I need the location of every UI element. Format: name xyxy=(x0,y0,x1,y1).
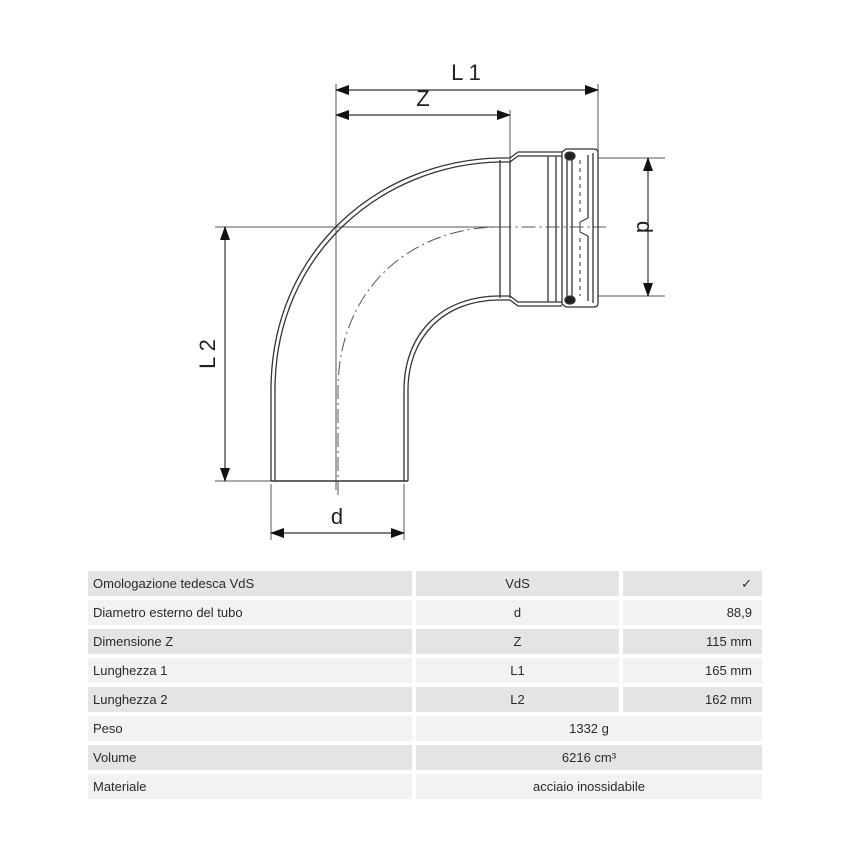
check-icon: ✓ xyxy=(623,571,762,596)
row-value: 115 mm xyxy=(623,629,762,654)
center-line xyxy=(337,226,606,495)
table-row-vds: Omologazione tedesca VdS VdS ✓ xyxy=(88,571,762,596)
row-symbol: Z xyxy=(416,629,619,654)
table-row-diameter: Diametro esterno del tubo d 88,9 xyxy=(88,600,762,625)
z-label: Z xyxy=(416,86,429,111)
row-value: acciaio inossidabile xyxy=(416,774,762,799)
d-right-label: d xyxy=(632,221,657,233)
row-value: 165 mm xyxy=(623,658,762,683)
d-bottom-label: d xyxy=(331,504,343,529)
row-label: Dimensione Z xyxy=(88,629,412,654)
table-row-volume: Volume 6216 cm³ xyxy=(88,745,762,770)
table-row-weight: Peso 1332 g xyxy=(88,716,762,741)
row-value: 88,9 xyxy=(623,600,762,625)
row-label: Volume xyxy=(88,745,412,770)
table-row-l2: Lunghezza 2 L2 162 mm xyxy=(88,687,762,712)
specifications-table: Omologazione tedesca VdS VdS ✓ Diametro … xyxy=(88,571,762,803)
row-label: Lunghezza 2 xyxy=(88,687,412,712)
l1-label: L 1 xyxy=(451,60,481,85)
l2-label: L 2 xyxy=(195,339,220,369)
table-row-z: Dimensione Z Z 115 mm xyxy=(88,629,762,654)
row-value: 162 mm xyxy=(623,687,762,712)
row-symbol: L2 xyxy=(416,687,619,712)
table-row-material: Materiale acciaio inossidabile xyxy=(88,774,762,799)
table-row-l1: Lunghezza 1 L1 165 mm xyxy=(88,658,762,683)
dimension-lines xyxy=(220,85,653,538)
row-symbol: VdS xyxy=(416,571,619,596)
extension-lines xyxy=(215,84,665,540)
row-symbol: L1 xyxy=(416,658,619,683)
row-label: Diametro esterno del tubo xyxy=(88,600,412,625)
row-label: Lunghezza 1 xyxy=(88,658,412,683)
elbow-technical-drawing: L 1 Z L 2 d d xyxy=(195,60,665,540)
row-label: Omologazione tedesca VdS xyxy=(88,571,412,596)
row-symbol: d xyxy=(416,600,619,625)
elbow-body xyxy=(270,148,599,482)
row-value: 1332 g xyxy=(416,716,762,741)
row-label: Materiale xyxy=(88,774,412,799)
row-label: Peso xyxy=(88,716,412,741)
row-value: 6216 cm³ xyxy=(416,745,762,770)
